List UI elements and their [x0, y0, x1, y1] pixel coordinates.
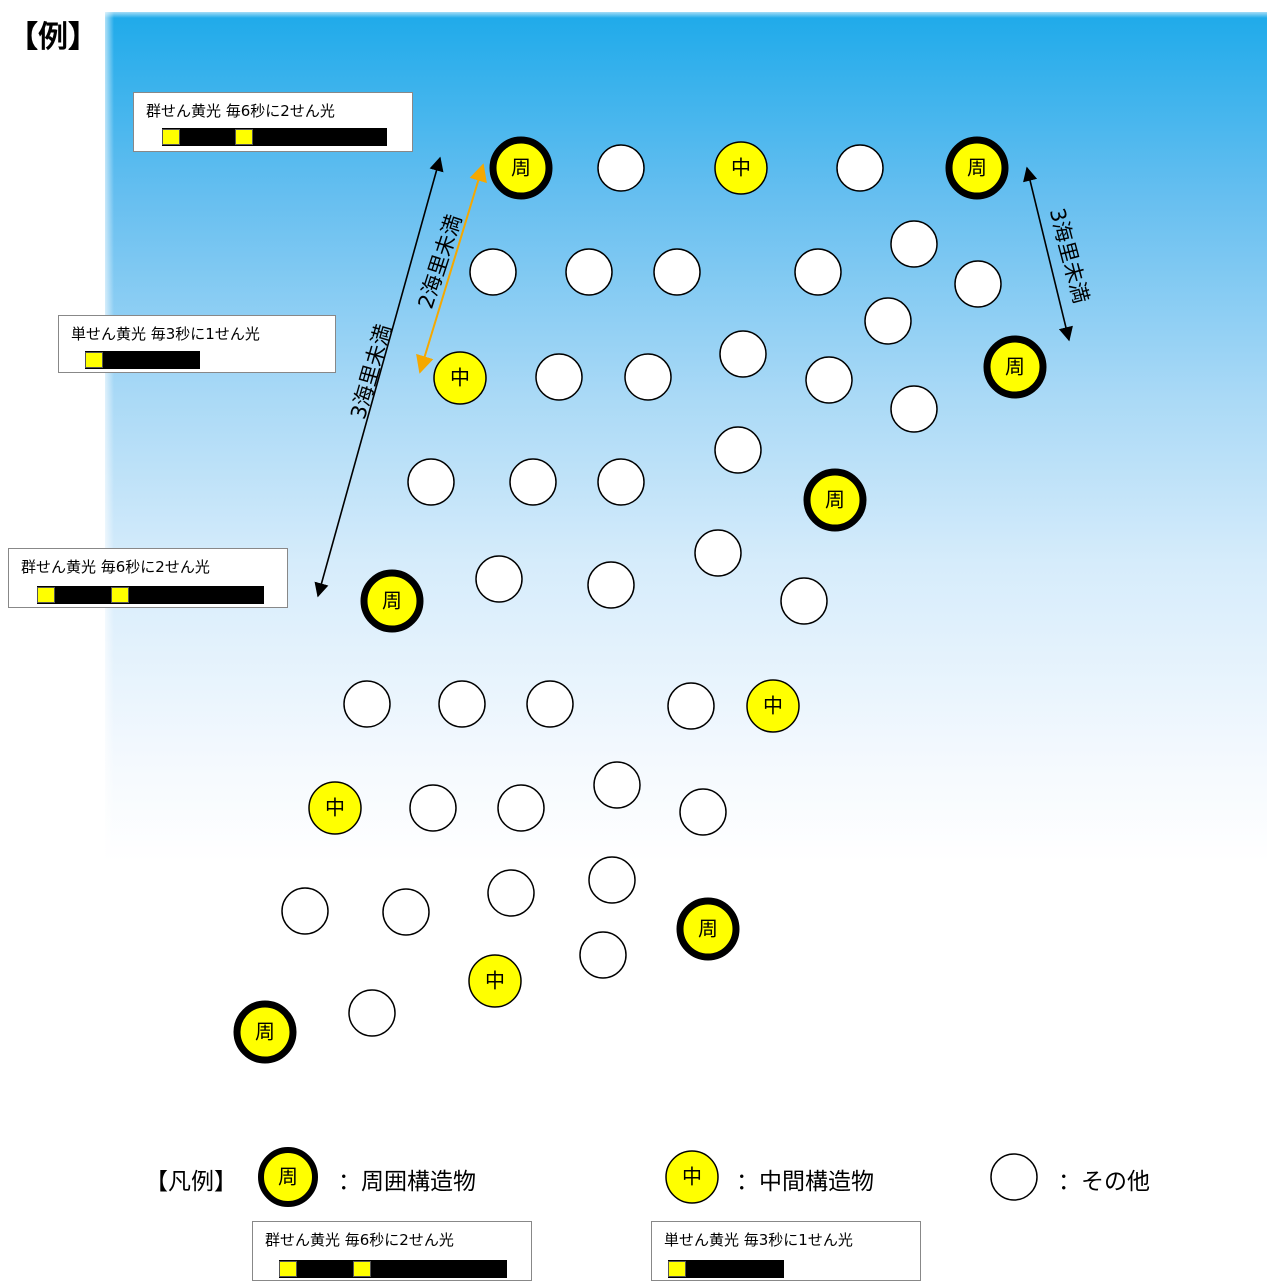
intermediate-structure: 中 — [308, 781, 362, 835]
light-box-label: 群せん黄光 毎6秒に2せん光 — [21, 558, 210, 576]
sea-edge-fade-top — [105, 8, 1267, 18]
perimeter-structure: 周 — [983, 335, 1047, 399]
light-box-label: 単せん黄光 毎3秒に1せん光 — [664, 1231, 853, 1249]
flash-indicator — [668, 1261, 686, 1277]
legend-other-symbol — [990, 1153, 1038, 1201]
flash-indicator — [37, 587, 55, 603]
light-box-left: 群せん黄光 毎6秒に2せん光 — [8, 548, 288, 608]
flash-indicator — [111, 587, 129, 603]
svg-text:周: 周 — [1005, 355, 1025, 379]
svg-text:周: 周 — [967, 156, 987, 180]
middle-distance-arrow — [416, 163, 487, 374]
right-distance-arrow — [1023, 166, 1073, 342]
svg-text:中: 中 — [682, 1165, 702, 1189]
left-distance-label: 3海里未満 — [346, 322, 396, 422]
example-title: 【例】 — [8, 20, 98, 55]
perimeter-structure: 周 — [233, 1000, 297, 1064]
svg-text:周: 周 — [382, 589, 402, 613]
intermediate-structure: 中 — [714, 141, 768, 195]
flash-indicator — [353, 1261, 371, 1277]
svg-text:周: 周 — [511, 156, 531, 180]
svg-text:中: 中 — [485, 969, 505, 993]
right-distance-label: 3海里未満 — [1045, 206, 1093, 306]
light-box-top: 群せん黄光 毎6秒に2せん光 — [133, 92, 413, 152]
light-box-middle: 単せん黄光 毎3秒に1せん光 — [58, 315, 336, 373]
flash-indicator — [235, 129, 253, 145]
flash-bar — [162, 128, 387, 146]
flash-indicator — [85, 352, 103, 368]
svg-text:中: 中 — [763, 694, 783, 718]
legend-perimeter-label: ：周囲構造物 — [338, 1169, 476, 1195]
legend-perimeter-symbol: 周 — [258, 1147, 318, 1207]
flash-bar — [85, 351, 200, 369]
flash-indicator — [162, 129, 180, 145]
svg-text:中: 中 — [325, 796, 345, 820]
flash-bar — [37, 586, 264, 604]
flash-bar — [279, 1260, 507, 1278]
svg-text:周: 周 — [825, 488, 845, 512]
other-structures — [281, 144, 1002, 1037]
svg-text:中: 中 — [731, 156, 751, 180]
svg-text:中: 中 — [450, 366, 470, 390]
intermediate-structure: 中 — [468, 954, 522, 1008]
legend-other-label: ：その他 — [1058, 1169, 1150, 1195]
light-box-label: 群せん黄光 毎6秒に2せん光 — [265, 1231, 454, 1249]
flash-indicator — [279, 1261, 297, 1277]
perimeter-structure: 周 — [803, 468, 867, 532]
light-box-label: 単せん黄光 毎3秒に1せん光 — [71, 325, 260, 343]
perimeter-structure: 周 — [945, 136, 1009, 200]
flash-bar — [668, 1260, 784, 1278]
sea-edge-fade-left — [100, 12, 114, 862]
perimeter-structure: 周 — [676, 897, 740, 961]
legend-intermediate-symbol: 中 — [665, 1150, 719, 1204]
legend-intermediate-label: ：中間構造物 — [736, 1169, 874, 1195]
perimeter-structure: 周 — [489, 136, 553, 200]
svg-text:周: 周 — [255, 1020, 275, 1044]
svg-text:周: 周 — [278, 1165, 298, 1189]
legend-title: 【凡例】 — [145, 1169, 237, 1195]
legend-light-box-single: 単せん黄光 毎3秒に1せん光 — [651, 1221, 921, 1281]
legend-light-box-group: 群せん黄光 毎6秒に2せん光 — [252, 1221, 532, 1281]
perimeter-structure: 周 — [360, 569, 424, 633]
intermediate-structure: 中 — [433, 351, 487, 405]
intermediate-structure: 中 — [746, 679, 800, 733]
svg-text:周: 周 — [698, 917, 718, 941]
light-box-label: 群せん黄光 毎6秒に2せん光 — [146, 102, 335, 120]
